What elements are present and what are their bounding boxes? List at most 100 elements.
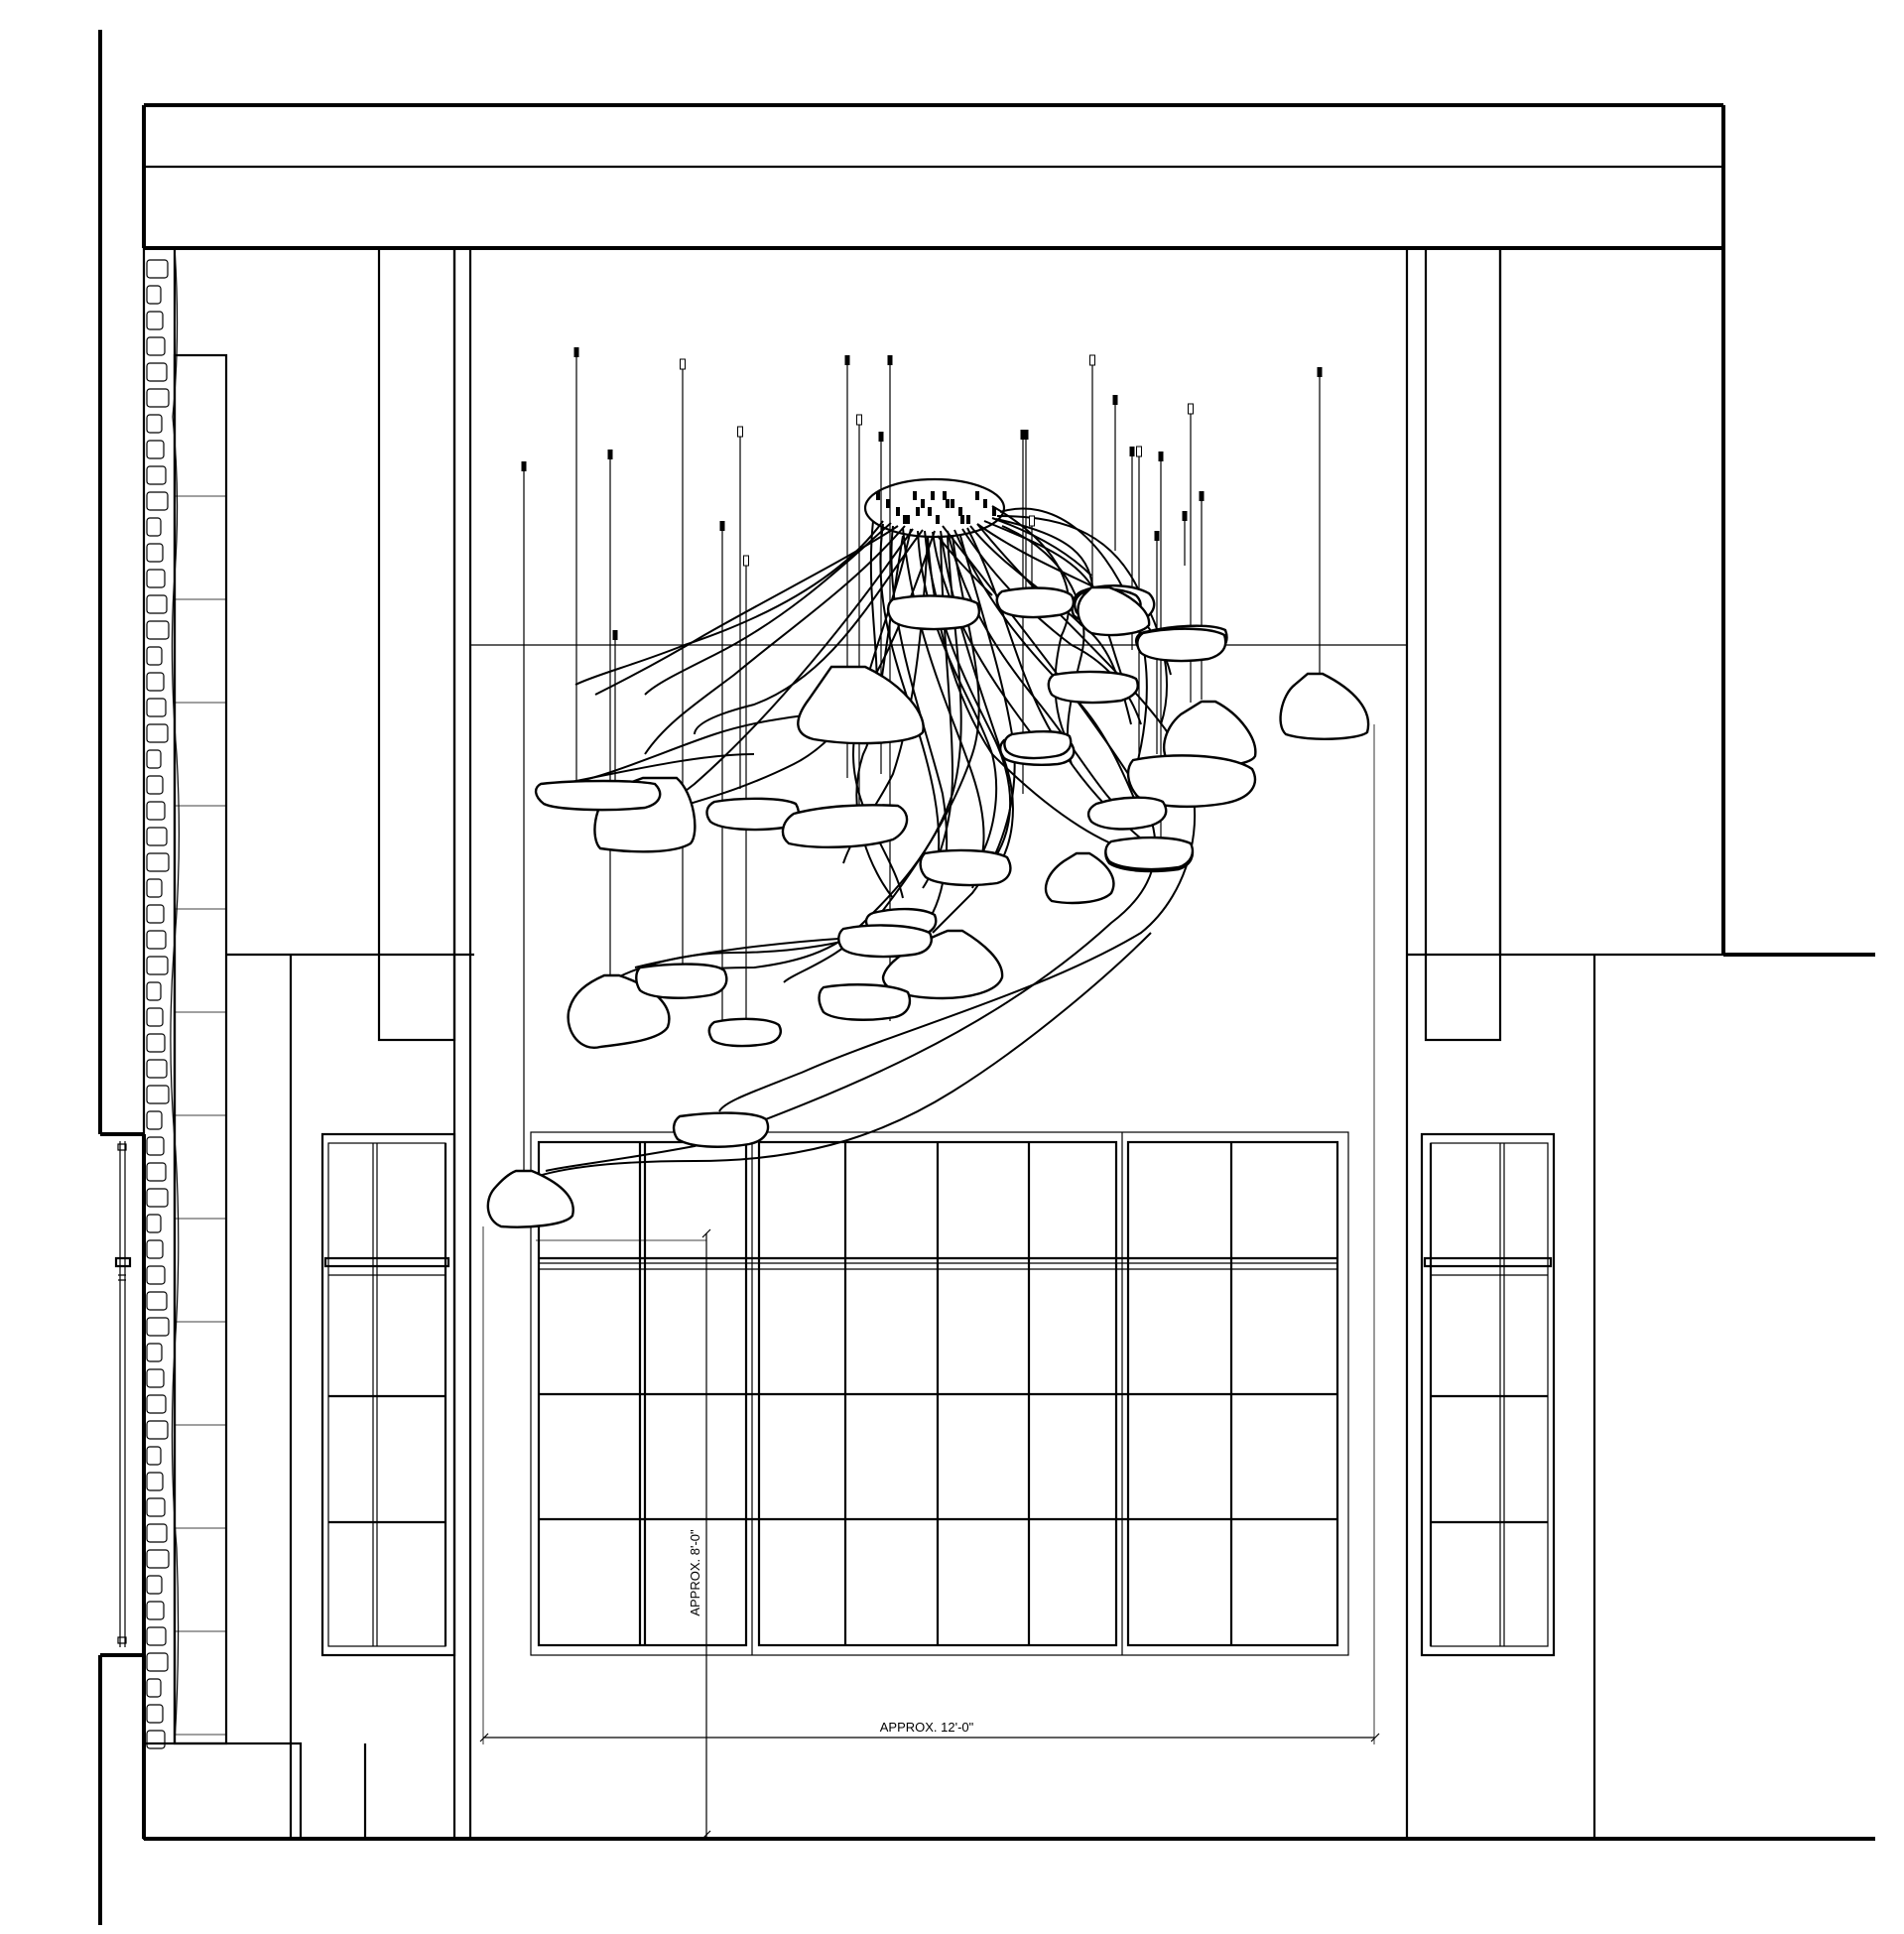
stone-block xyxy=(146,723,169,743)
stone-block xyxy=(146,543,164,563)
stone-block xyxy=(146,1317,170,1337)
canopy-drop xyxy=(983,499,987,508)
stone-block xyxy=(146,491,169,511)
pendant-shade xyxy=(781,804,909,848)
stone-block xyxy=(146,517,162,537)
pendant-shade xyxy=(1279,672,1370,740)
stone-block xyxy=(146,749,162,769)
stone-block xyxy=(146,1059,168,1079)
stone-block xyxy=(146,930,167,950)
stone-block xyxy=(146,1626,167,1646)
canopy-drop xyxy=(903,515,907,524)
wire-cap xyxy=(856,414,862,426)
stone-block xyxy=(146,1291,168,1311)
stone-block xyxy=(146,646,163,666)
stone-block xyxy=(146,1110,163,1130)
wire-cap xyxy=(737,426,743,438)
stone-block xyxy=(146,672,165,692)
canopy-drop xyxy=(936,515,940,524)
wire-cap xyxy=(1199,491,1205,501)
stone-block xyxy=(146,1730,166,1749)
pendant-shade xyxy=(1126,754,1257,808)
stone-block xyxy=(146,904,165,924)
pendant-shade xyxy=(1136,627,1227,663)
canopy-drop xyxy=(928,507,932,516)
stone-block xyxy=(146,440,165,459)
wire-cap xyxy=(1188,403,1194,415)
stone-block xyxy=(146,1497,166,1517)
chandelier xyxy=(486,347,1370,1228)
width-dimension-label: APPROX. 12'-0" xyxy=(880,1720,974,1735)
canopy-drop xyxy=(958,507,962,516)
wire-cap xyxy=(878,432,884,442)
canopy-drop xyxy=(886,499,890,508)
canopy-drop xyxy=(966,515,970,524)
wire-cap xyxy=(887,355,893,365)
stone-block xyxy=(146,698,167,717)
pendant-shade xyxy=(797,665,925,745)
stone-block xyxy=(146,336,166,356)
wire-cap xyxy=(607,450,613,459)
wire-cap xyxy=(844,355,850,365)
stone-block xyxy=(146,878,163,898)
dimension-lines xyxy=(479,724,1380,1841)
canopy-drop xyxy=(931,491,935,500)
canopy-drop xyxy=(960,515,964,524)
stone-block xyxy=(146,1188,169,1208)
pendant-shade xyxy=(707,1017,782,1048)
stone-block xyxy=(146,1368,165,1388)
canopy-drop xyxy=(896,507,900,516)
left-side-window xyxy=(320,1132,456,1657)
stone-block xyxy=(146,388,170,408)
canopy-drop xyxy=(906,515,910,524)
stone-block xyxy=(146,1239,164,1259)
stone-block xyxy=(146,414,163,434)
wire-cap xyxy=(1112,395,1118,405)
wire-cap xyxy=(1182,511,1188,521)
wire-cap xyxy=(1136,446,1142,457)
stone-block xyxy=(146,1523,168,1543)
pendant-shade xyxy=(919,848,1012,887)
pendant-shade xyxy=(672,1111,770,1148)
canopy-drop xyxy=(876,491,880,500)
stone-block xyxy=(146,1214,162,1233)
pendant-shade xyxy=(635,963,728,999)
stone-block xyxy=(146,775,164,795)
wire-cap xyxy=(1029,515,1035,527)
stone-block xyxy=(146,1652,169,1672)
stone-block xyxy=(146,1420,169,1440)
stone-block xyxy=(146,852,170,872)
canopy-drop xyxy=(943,491,947,500)
stone-block xyxy=(146,827,168,846)
stone-block xyxy=(146,1343,163,1362)
wire-cap xyxy=(1089,354,1095,366)
stone-block xyxy=(146,801,166,821)
wall-panels xyxy=(226,246,1723,1839)
canopy-drop xyxy=(951,499,954,508)
wire-cap xyxy=(1154,531,1160,541)
stone-block xyxy=(146,465,167,485)
canopy-drop xyxy=(921,499,925,508)
stone-block xyxy=(146,1472,164,1491)
pendant-shade xyxy=(818,983,912,1021)
stone-column xyxy=(142,247,228,1749)
pendant-shade xyxy=(534,779,662,812)
canopy-drop xyxy=(946,499,950,508)
stone-block xyxy=(146,1033,166,1053)
wire-cap xyxy=(612,630,618,640)
pendant-shade xyxy=(1003,730,1073,760)
stone-block xyxy=(146,362,168,382)
wire-cap xyxy=(1317,367,1323,377)
stone-block xyxy=(146,285,162,305)
stone-block xyxy=(146,981,162,1001)
pendant-shade xyxy=(1044,851,1115,905)
wire-cap xyxy=(1020,430,1026,440)
stone-block xyxy=(146,259,169,279)
stone-block xyxy=(146,1601,165,1620)
stone-block xyxy=(146,1007,164,1027)
wire-cap xyxy=(680,358,686,370)
pendant-shade xyxy=(1104,836,1195,871)
pendant-shade xyxy=(837,924,933,959)
stone-block xyxy=(146,1265,166,1285)
pendant-shade xyxy=(886,594,981,631)
